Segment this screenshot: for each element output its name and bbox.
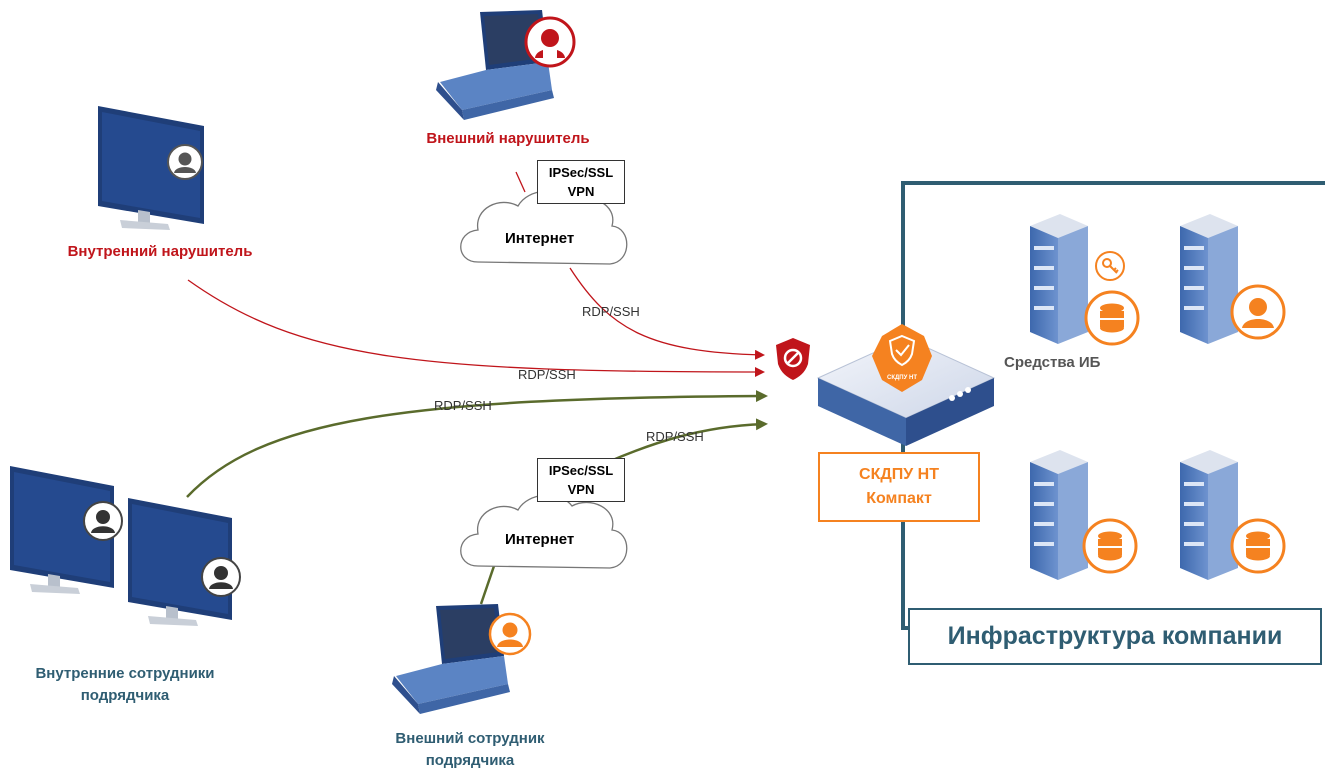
connection-top-intruder-to-cloud [515, 171, 526, 193]
hacker-avatar-icon [524, 16, 576, 68]
vpn-top-line1: IPSec/SSL [548, 165, 614, 180]
connection-cloud-to-gateway-green [607, 418, 768, 464]
server-icon [1030, 450, 1088, 580]
infrastructure-label: Инфраструктура компании [908, 608, 1322, 665]
vpn-box-top: IPSec/SSL VPN [537, 160, 625, 204]
protocol-label-intruder: RDP/SSH [518, 367, 576, 382]
blocked-shield-icon [776, 338, 810, 380]
user-icon [1230, 284, 1286, 340]
server-icon [1180, 450, 1238, 580]
database-icon [1082, 518, 1138, 574]
internet-label-top: Интернет [505, 230, 575, 247]
product-name-box: СКДПУ НТ Компакт [818, 452, 980, 522]
external-employee-avatar-icon [488, 612, 532, 656]
server-icon [1180, 214, 1238, 344]
skdpu-appliance-icon [816, 324, 996, 446]
protocol-label-employees: RDP/SSH [434, 398, 492, 413]
employee-avatar-icon [83, 501, 123, 541]
internal-employees-label: Внутренние сотрудники подрядчика [10, 663, 240, 707]
external-employee-label-line2: подрядчика [425, 752, 515, 769]
intruder-avatar-icon [167, 144, 203, 180]
appliance-badge-text: СКДПУ НТ [887, 375, 917, 381]
external-employee-label: Внешний сотрудник подрядчика [360, 728, 580, 772]
connection-internal-employees [186, 390, 768, 498]
vpn-box-bottom: IPSec/SSL VPN [537, 458, 625, 502]
database-icon [1084, 290, 1140, 346]
vpn-bottom-line1: IPSec/SSL [548, 463, 614, 478]
internal-intruder-label: Внутренний нарушитель [67, 243, 253, 260]
database-icon [1230, 518, 1286, 574]
product-name-line2: Компакт [866, 490, 932, 507]
monitor-icon [98, 106, 204, 230]
server-icon [1030, 214, 1088, 344]
connection-cloud-to-gateway-red [569, 267, 765, 360]
security-tools-label: Средства ИБ [1004, 354, 1101, 371]
protocol-label-external: RDP/SSH [646, 429, 704, 444]
laptop-icon [392, 604, 510, 714]
product-name-line1: СКДПУ НТ [859, 466, 939, 483]
internal-employees-label-line1: Внутренние сотрудники [35, 665, 215, 682]
internet-label-bottom: Интернет [505, 531, 575, 548]
employee-avatar-icon [201, 557, 241, 597]
vpn-bottom-line2: VPN [567, 482, 595, 497]
key-icon [1095, 251, 1125, 281]
connection-internal-intruder [187, 279, 765, 377]
external-employee-label-line1: Внешний сотрудник [395, 730, 545, 747]
connection-external-employee-to-cloud [479, 565, 496, 605]
external-intruder-label: Внешний нарушитель [426, 130, 590, 147]
protocol-label-top: RDP/SSH [582, 304, 640, 319]
monitor-icon [10, 466, 114, 594]
internal-employees-label-line2: подрядчика [80, 687, 170, 704]
vpn-top-line2: VPN [567, 184, 595, 199]
